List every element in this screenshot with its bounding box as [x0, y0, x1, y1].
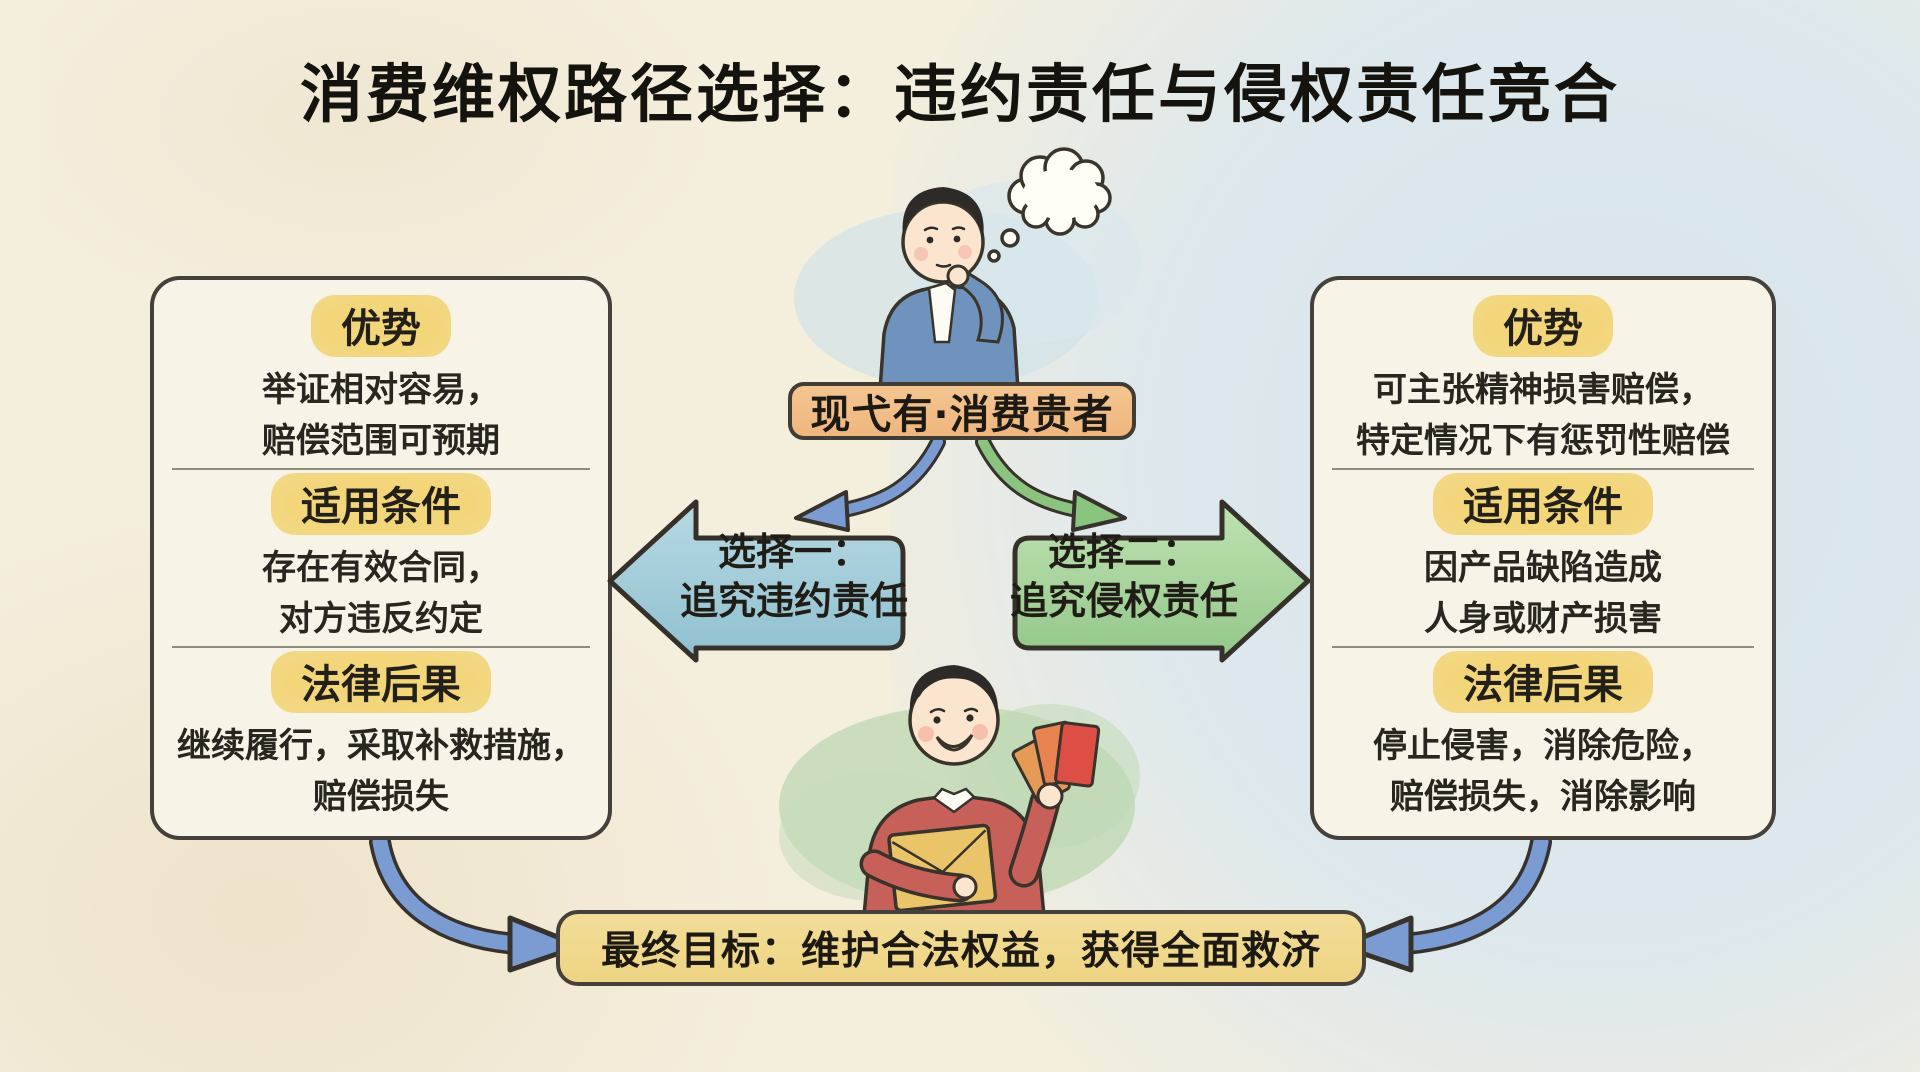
advantage-text: 可主张精神损害赔偿，: [1373, 370, 1713, 411]
contract-condition-section: 适用条件 存在有效合同， 对方违反约定: [164, 472, 598, 644]
section-divider: [172, 646, 590, 648]
advantage-text: 赔偿范围可预期: [262, 421, 500, 461]
tort-advantage-section: 优势 可主张精神损害赔偿， 特定情况下有惩罚性赔偿: [1324, 294, 1762, 466]
choice-prefix: 选择二：: [1047, 529, 1200, 574]
consequence-text: 赔偿损失，消除影响: [1390, 777, 1696, 817]
tort-condition-section: 适用条件 因产品缺陷造成 人身或财产损害: [1324, 472, 1762, 644]
consumer-label: 现弋有·消费贵者: [788, 382, 1136, 440]
choice-tort-arrow: 选择二： 追究侵权责任: [1002, 486, 1314, 668]
choice-contract-arrow: 选择一： 追究违约责任: [604, 486, 916, 668]
tort-consequence-section: 法律后果 停止侵害，消除危险， 赔偿损失，消除影响: [1324, 650, 1762, 822]
advantage-header: 优势: [1473, 295, 1613, 358]
consequence-text: 停止侵害，消除危险，: [1373, 726, 1713, 767]
condition-text: 人身或财产损害: [1424, 599, 1662, 639]
condition-text: 因产品缺陷造成: [1424, 548, 1662, 589]
consequence-text: 继续履行，采取补救措施，: [177, 726, 585, 767]
section-divider: [1332, 646, 1754, 648]
consequence-text: 赔偿损失: [313, 777, 449, 817]
condition-text: 对方违反约定: [279, 599, 483, 639]
section-divider: [172, 468, 590, 470]
condition-text: 存在有效合同，: [262, 548, 500, 589]
page-title: 消费维权路径选择：违约责任与侵权责任竞合: [300, 58, 1620, 131]
contract-consequence-section: 法律后果 继续履行，采取补救措施， 赔偿损失: [164, 650, 598, 822]
choice-prefix: 选择一：: [717, 529, 870, 574]
condition-header: 适用条件: [271, 473, 491, 536]
contract-advantage-section: 优势 举证相对容易， 赔偿范围可预期: [164, 294, 598, 466]
tort-liability-panel: 优势 可主张精神损害赔偿， 特定情况下有惩罚性赔偿 适用条件 因产品缺陷造成 人…: [1310, 276, 1776, 840]
advantage-header: 优势: [311, 295, 451, 358]
choice-name: 追究侵权责任: [1010, 579, 1239, 623]
choice-name: 追究违约责任: [680, 579, 909, 623]
consequence-header: 法律后果: [1433, 651, 1653, 714]
contract-liability-panel: 优势 举证相对容易， 赔偿范围可预期 适用条件 存在有效合同， 对方违反约定 法…: [150, 276, 612, 840]
goal-banner: 最终目标：维护合法权益，获得全面救济: [556, 910, 1366, 986]
advantage-text: 举证相对容易，: [262, 370, 500, 411]
thinking-person-illustration: [794, 147, 1141, 390]
choice-tort-text: 选择二： 追究侵权责任: [1010, 486, 1239, 668]
condition-header: 适用条件: [1433, 473, 1653, 536]
consequence-header: 法律后果: [271, 651, 491, 714]
section-divider: [1332, 468, 1754, 470]
choice-contract-text: 选择一： 追究违约责任: [680, 486, 909, 668]
advantage-text: 特定情况下有惩罚性赔偿: [1356, 421, 1730, 461]
